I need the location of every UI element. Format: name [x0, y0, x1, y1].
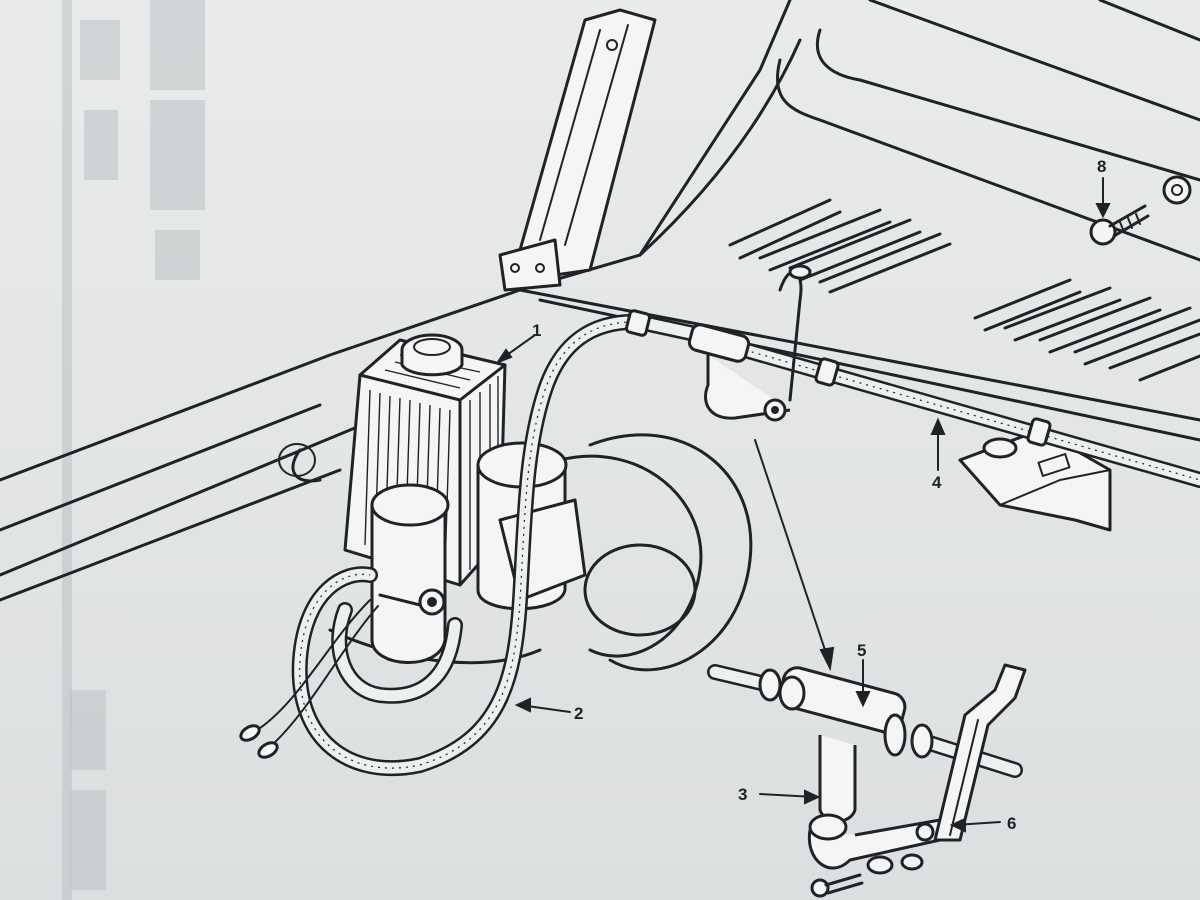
bolt-icon — [1089, 204, 1150, 246]
t-connector-installed — [687, 264, 812, 422]
nut-icon — [1162, 175, 1192, 205]
callout-3: 3 — [738, 785, 747, 804]
hose-stub-left — [707, 664, 782, 702]
callout-2: 2 — [574, 704, 583, 723]
callout-4: 4 — [932, 473, 942, 492]
callout-8: 8 — [1097, 157, 1106, 176]
wiper-arm-post — [498, 8, 657, 292]
t-connector-icon — [778, 666, 907, 823]
detail-leader-line — [754, 439, 831, 666]
hose-4 — [624, 309, 1200, 488]
washer-reservoir — [343, 333, 587, 664]
hose-loop-inner — [331, 602, 463, 704]
reservoir-cap-icon — [400, 333, 464, 377]
callout-6: 6 — [1007, 814, 1016, 833]
hose-2 — [291, 313, 648, 777]
callout-leaders — [495, 177, 1111, 833]
wiper-arm-icon — [933, 663, 1027, 842]
washer-nut-icon — [866, 853, 924, 875]
callout-5: 5 — [857, 641, 866, 660]
screw-icon — [810, 873, 864, 898]
exploded-detail — [707, 663, 1027, 898]
callout-1: 1 — [532, 321, 541, 340]
pump-wires — [239, 599, 379, 759]
panel-vents — [728, 198, 1200, 382]
switch-bracket — [958, 428, 1112, 532]
reverse-side-bleed-through — [62, 0, 205, 900]
